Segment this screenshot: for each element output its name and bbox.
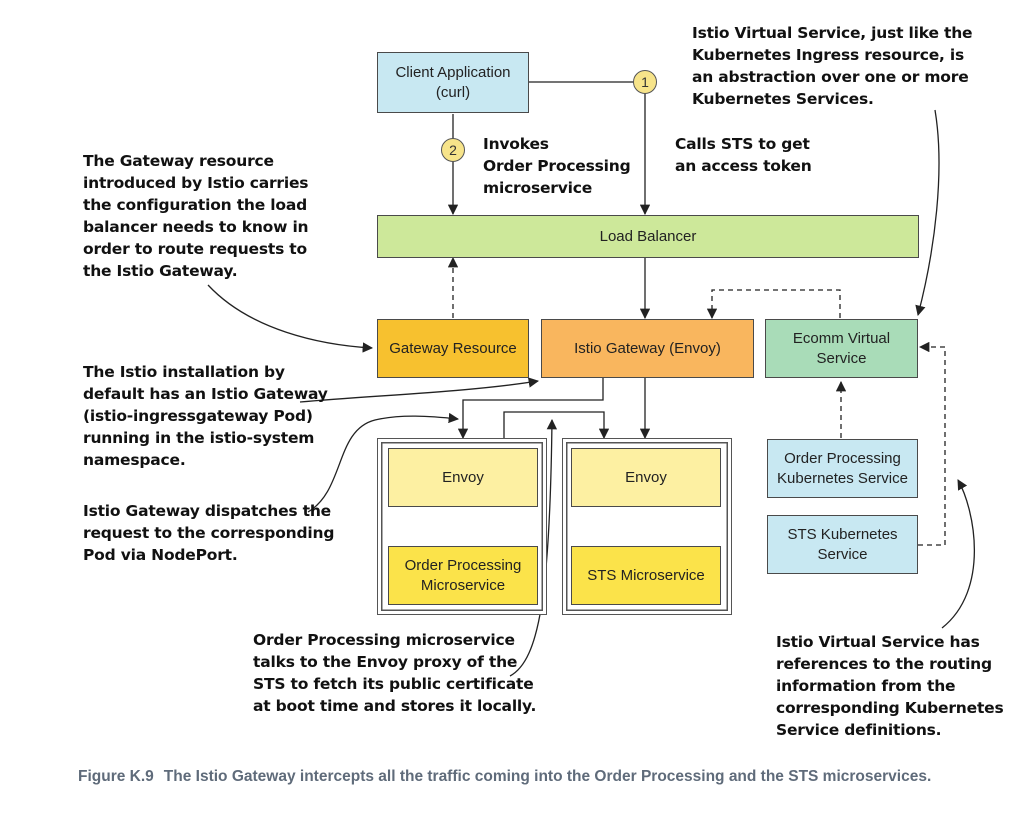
- order-processing-microservice-box: Order Processing Microservice: [388, 546, 538, 605]
- note-invokes-order-processing: Invokes Order Processing microservice: [483, 135, 631, 197]
- note-istio-installation: The Istio installation by default has an…: [83, 363, 328, 469]
- note-order-processing-talks: Order Processing microservice talks to t…: [253, 631, 537, 715]
- arrow-vs-to-gateway: [706, 289, 841, 320]
- note-gateway-resource: The Gateway resource introduced by Istio…: [83, 152, 309, 280]
- figure-number: Figure K.9: [78, 768, 154, 785]
- sts-microservice-box: STS Microservice: [571, 546, 721, 605]
- gateway-resource-box: Gateway Resource: [377, 319, 529, 378]
- step-2-badge: 2: [441, 138, 465, 162]
- callout-vs-top: [915, 109, 940, 317]
- client-application-box: Client Application (curl): [377, 52, 529, 113]
- envoy-left-box: Envoy: [388, 448, 538, 507]
- note-virtual-service-abstraction: Istio Virtual Service, just like the Kub…: [692, 24, 973, 108]
- figure-caption: Figure K.9 The Istio Gateway intercepts a…: [78, 766, 978, 788]
- figure-caption-text: The Istio Gateway intercepts all the tra…: [163, 768, 932, 785]
- note-gateway-dispatch: Istio Gateway dispatches the request to …: [83, 502, 335, 564]
- ecomm-virtual-service-box: Ecomm Virtual Service: [765, 319, 918, 378]
- istio-gateway-box: Istio Gateway (Envoy): [541, 319, 754, 378]
- note-virtual-service-references: Istio Virtual Service has references to …: [776, 633, 1004, 739]
- sts-k8s-service-box: STS Kubernetes Service: [767, 515, 918, 574]
- callout-gateway-resource: [207, 284, 374, 353]
- note-calls-sts: Calls STS to get an access token: [675, 135, 812, 175]
- order-processing-k8s-service-box: Order Processing Kubernetes Service: [767, 439, 918, 498]
- load-balancer-box: Load Balancer: [377, 215, 919, 258]
- callout-dispatch: [307, 412, 460, 513]
- step-1-badge: 1: [633, 70, 657, 94]
- arrow-gateway-to-left-envoy: [457, 378, 604, 440]
- callout-installation: [299, 377, 540, 403]
- arrow-stsk8s-to-vs: [918, 341, 946, 546]
- callout-vs-refs: [941, 479, 976, 629]
- arrow-leftpod-to-rightenvoy: [503, 411, 610, 440]
- envoy-right-box: Envoy: [571, 448, 721, 507]
